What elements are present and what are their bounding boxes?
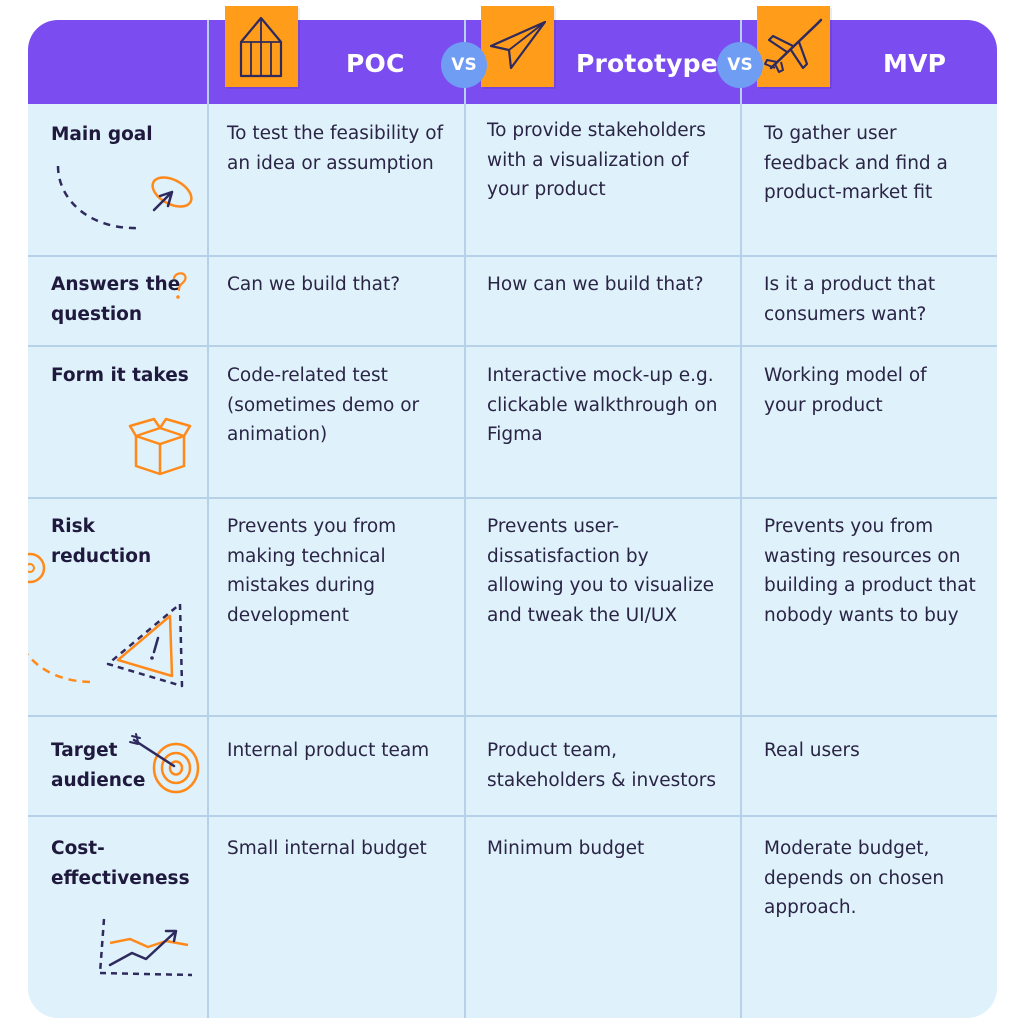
column-divider [464,20,466,1018]
cell-poc-main-goal: To test the feasibility of an idea or as… [227,123,444,174]
cell-poc-audience: Internal product team [227,740,430,761]
paper-plane-icon [481,6,554,87]
cell-prototype-form: Interactive mock-up e.g. clickable walkt… [487,365,718,445]
warning-triangle-icon [28,552,184,688]
row-label-target-audience: Target audience [51,740,146,791]
cell-poc-risk: Prevents you from making technical mista… [227,516,397,626]
cell-prototype-risk: Prevents user-dissatisfaction by allowin… [487,516,715,626]
cell-mvp-cost: Moderate budget, depends on chosen appro… [764,838,945,918]
question-mark-icon [172,272,187,299]
row-divider [28,255,997,257]
row-label-answers-question: Answers the question [51,274,181,325]
vs-badge: VS [717,42,763,88]
box-icon [128,417,192,476]
row-divider [28,497,997,499]
cell-mvp-form: Working model of your product [764,365,927,416]
target-arrow-icon [129,733,200,794]
cell-prototype-audience: Product team, stakeholders & investors [487,740,717,791]
column-title-poc: POC [346,49,405,78]
cursor-target-icon [56,165,193,230]
column-divider [207,20,209,1018]
row-label-cost-effectiveness: Cost-effectiveness [51,838,190,889]
column-title-prototype: Prototype [576,49,718,78]
cell-poc-question: Can we build that? [227,274,401,295]
row-label-risk-reduction: Risk reduction [51,516,152,567]
column-divider [740,20,742,1018]
row-divider [28,815,997,817]
cell-prototype-main-goal: To provide stakeholders with a visualiza… [487,120,706,200]
row-divider [28,715,997,717]
house-sketch-icon [225,6,298,87]
cell-mvp-risk: Prevents you from wasting resources on b… [764,516,976,626]
row-divider [28,345,997,347]
cell-prototype-question: How can we build that? [487,274,704,295]
cell-mvp-main-goal: To gather user feedback and find a produ… [764,123,948,203]
cell-prototype-cost: Minimum budget [487,838,645,859]
cell-poc-form: Code-related test (sometimes demo or ani… [227,365,420,445]
comparison-table: POC Prototype MVP Main goal Answers the … [28,20,997,1018]
cell-mvp-question: Is it a product that consumers want? [764,274,936,325]
trend-chart-icon [98,918,193,977]
column-title-mvp: MVP [883,49,947,78]
cell-mvp-audience: Real users [764,740,860,761]
row-label-form: Form it takes [51,365,189,386]
row-label-main-goal: Main goal [51,124,153,145]
vs-badge: VS [441,42,487,88]
airplane-icon [757,6,830,87]
cell-poc-cost: Small internal budget [227,838,427,859]
